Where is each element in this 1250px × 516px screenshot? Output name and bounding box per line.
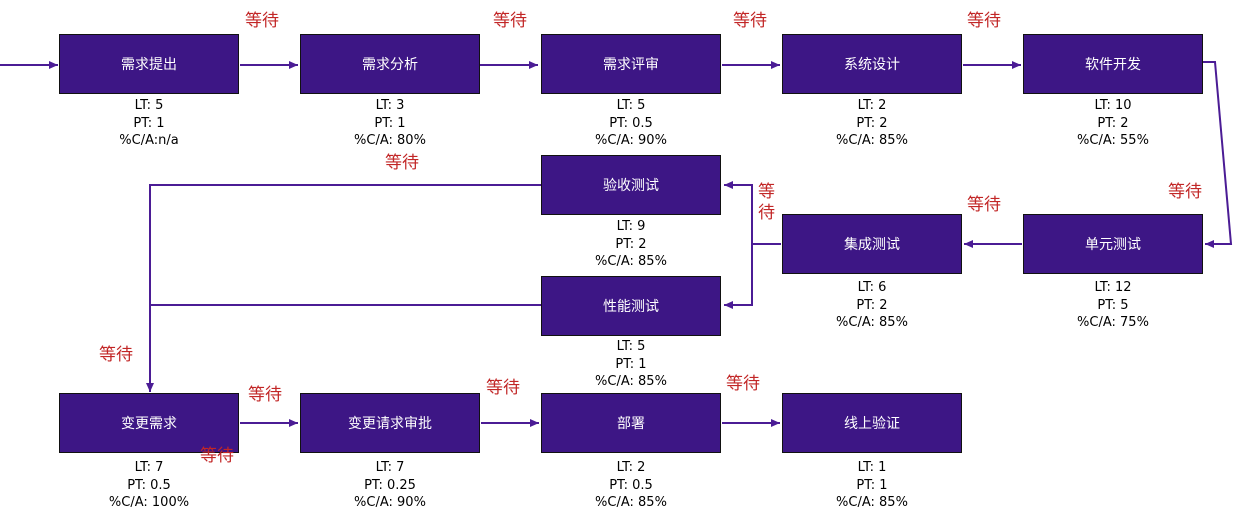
step-label: 需求提出 [121,57,177,73]
complete-accurate: %C/A: 85% [836,315,908,330]
process-time: PT: 0.5 [609,477,653,493]
step-metrics: LT: 1 PT: 1 %C/A: 85% [782,459,962,512]
lead-time: LT: 5 [616,98,646,113]
complete-accurate: %C/A: 90% [595,133,667,148]
arrow-s7-to-s8 [724,181,781,245]
step-label: 变更需求 [121,416,177,432]
step-label: 软件开发 [1085,57,1141,73]
step-label: 集成测试 [844,237,900,253]
step-box-需求分析[interactable]: 需求分析 [300,34,480,94]
step-box-单元测试[interactable]: 单元测试 [1023,214,1203,274]
step-metrics: LT: 6 PT: 2 %C/A: 85% [782,279,962,332]
step-metrics: LT: 7 PT: 0.5 %C/A: 100% [59,459,239,512]
complete-accurate: %C/A:n/a [119,133,179,148]
complete-accurate: %C/A: 85% [836,495,908,510]
step-metrics: LT: 12 PT: 5 %C/A: 75% [1023,279,1203,332]
step-box-系统设计[interactable]: 系统设计 [782,34,962,94]
step-metrics: LT: 10 PT: 2 %C/A: 55% [1023,97,1203,150]
step-box-变更请求审批[interactable]: 变更请求审批 [300,393,480,453]
step-box-验收测试[interactable]: 验收测试 [541,155,721,215]
wait-label: 等待 [385,153,419,173]
process-time: PT: 0.5 [609,115,653,131]
lead-time: LT: 10 [1094,98,1132,113]
step-label: 系统设计 [844,57,900,73]
process-time: PT: 2 [615,236,647,252]
wait-label: 等待 [486,378,520,398]
step-label: 变更请求审批 [348,416,432,432]
step-box-软件开发[interactable]: 软件开发 [1023,34,1203,94]
step-metrics: LT: 2 PT: 0.5 %C/A: 85% [541,459,721,512]
process-time: PT: 2 [856,297,888,313]
wait-label: 等待 [758,182,775,223]
lead-time: LT: 7 [134,460,164,475]
arrow-s7-to-s9 [724,244,753,309]
arrow-s8-to-s10 [146,184,541,392]
wait-label: 等待 [245,11,279,31]
step-label: 验收测试 [603,178,659,194]
step-label: 需求分析 [362,57,418,73]
step-box-需求提出[interactable]: 需求提出 [59,34,239,94]
complete-accurate: %C/A: 55% [1077,133,1149,148]
step-box-需求评审[interactable]: 需求评审 [541,34,721,94]
lead-time: LT: 1 [857,460,887,475]
step-box-线上验证[interactable]: 线上验证 [782,393,962,453]
wait-label: 等待 [200,446,234,466]
wait-label: 等待 [726,374,760,394]
step-metrics: LT: 9 PT: 2 %C/A: 85% [541,218,721,271]
process-time: PT: 1 [374,115,406,131]
complete-accurate: %C/A: 85% [836,133,908,148]
step-label: 需求评审 [603,57,659,73]
process-time: PT: 2 [856,115,888,131]
complete-accurate: %C/A: 85% [595,374,667,389]
step-box-部署[interactable]: 部署 [541,393,721,453]
step-label: 单元测试 [1085,237,1141,253]
process-time: PT: 1 [133,115,165,131]
step-label: 部署 [617,416,645,432]
step-box-性能测试[interactable]: 性能测试 [541,276,721,336]
step-box-集成测试[interactable]: 集成测试 [782,214,962,274]
process-time: PT: 1 [856,477,888,493]
step-metrics: LT: 5 PT: 0.5 %C/A: 90% [541,97,721,150]
wait-label: 等待 [248,385,282,405]
complete-accurate: %C/A: 85% [595,495,667,510]
lead-time: LT: 12 [1094,280,1132,295]
wait-label: 等待 [493,11,527,31]
lead-time: LT: 3 [375,98,405,113]
arrow-s5-to-s6 [1203,61,1233,248]
process-time: PT: 0.5 [127,477,171,493]
lead-time: LT: 9 [616,219,646,234]
step-box-变更需求[interactable]: 变更需求 [59,393,239,453]
complete-accurate: %C/A: 90% [354,495,426,510]
wait-label: 等待 [1168,182,1202,202]
complete-accurate: %C/A: 100% [108,495,190,510]
wait-label: 等待 [733,11,767,31]
process-time: PT: 5 [1097,297,1129,313]
complete-accurate: %C/A: 75% [1077,315,1149,330]
step-metrics: LT: 2 PT: 2 %C/A: 85% [782,97,962,150]
wait-label: 等待 [967,195,1001,215]
complete-accurate: %C/A: 85% [595,254,667,269]
process-time: PT: 2 [1097,115,1129,131]
step-metrics: LT: 5 PT: 1 %C/A:n/a [59,97,239,150]
step-metrics: LT: 7 PT: 0.25 %C/A: 90% [300,459,480,512]
step-metrics: LT: 5 PT: 1 %C/A: 85% [541,338,721,391]
lead-time: LT: 5 [134,98,164,113]
lead-time: LT: 6 [857,280,887,295]
step-label: 性能测试 [603,299,659,315]
lead-time: LT: 7 [375,460,405,475]
wait-label: 等待 [99,345,133,365]
step-metrics: LT: 3 PT: 1 %C/A: 80% [300,97,480,150]
step-label: 线上验证 [844,416,900,432]
wait-label: 等待 [967,11,1001,31]
process-time: PT: 0.25 [364,477,416,493]
process-time: PT: 1 [615,356,647,372]
lead-time: LT: 2 [857,98,887,113]
complete-accurate: %C/A: 80% [354,133,426,148]
lead-time: LT: 2 [616,460,646,475]
lead-time: LT: 5 [616,339,646,354]
